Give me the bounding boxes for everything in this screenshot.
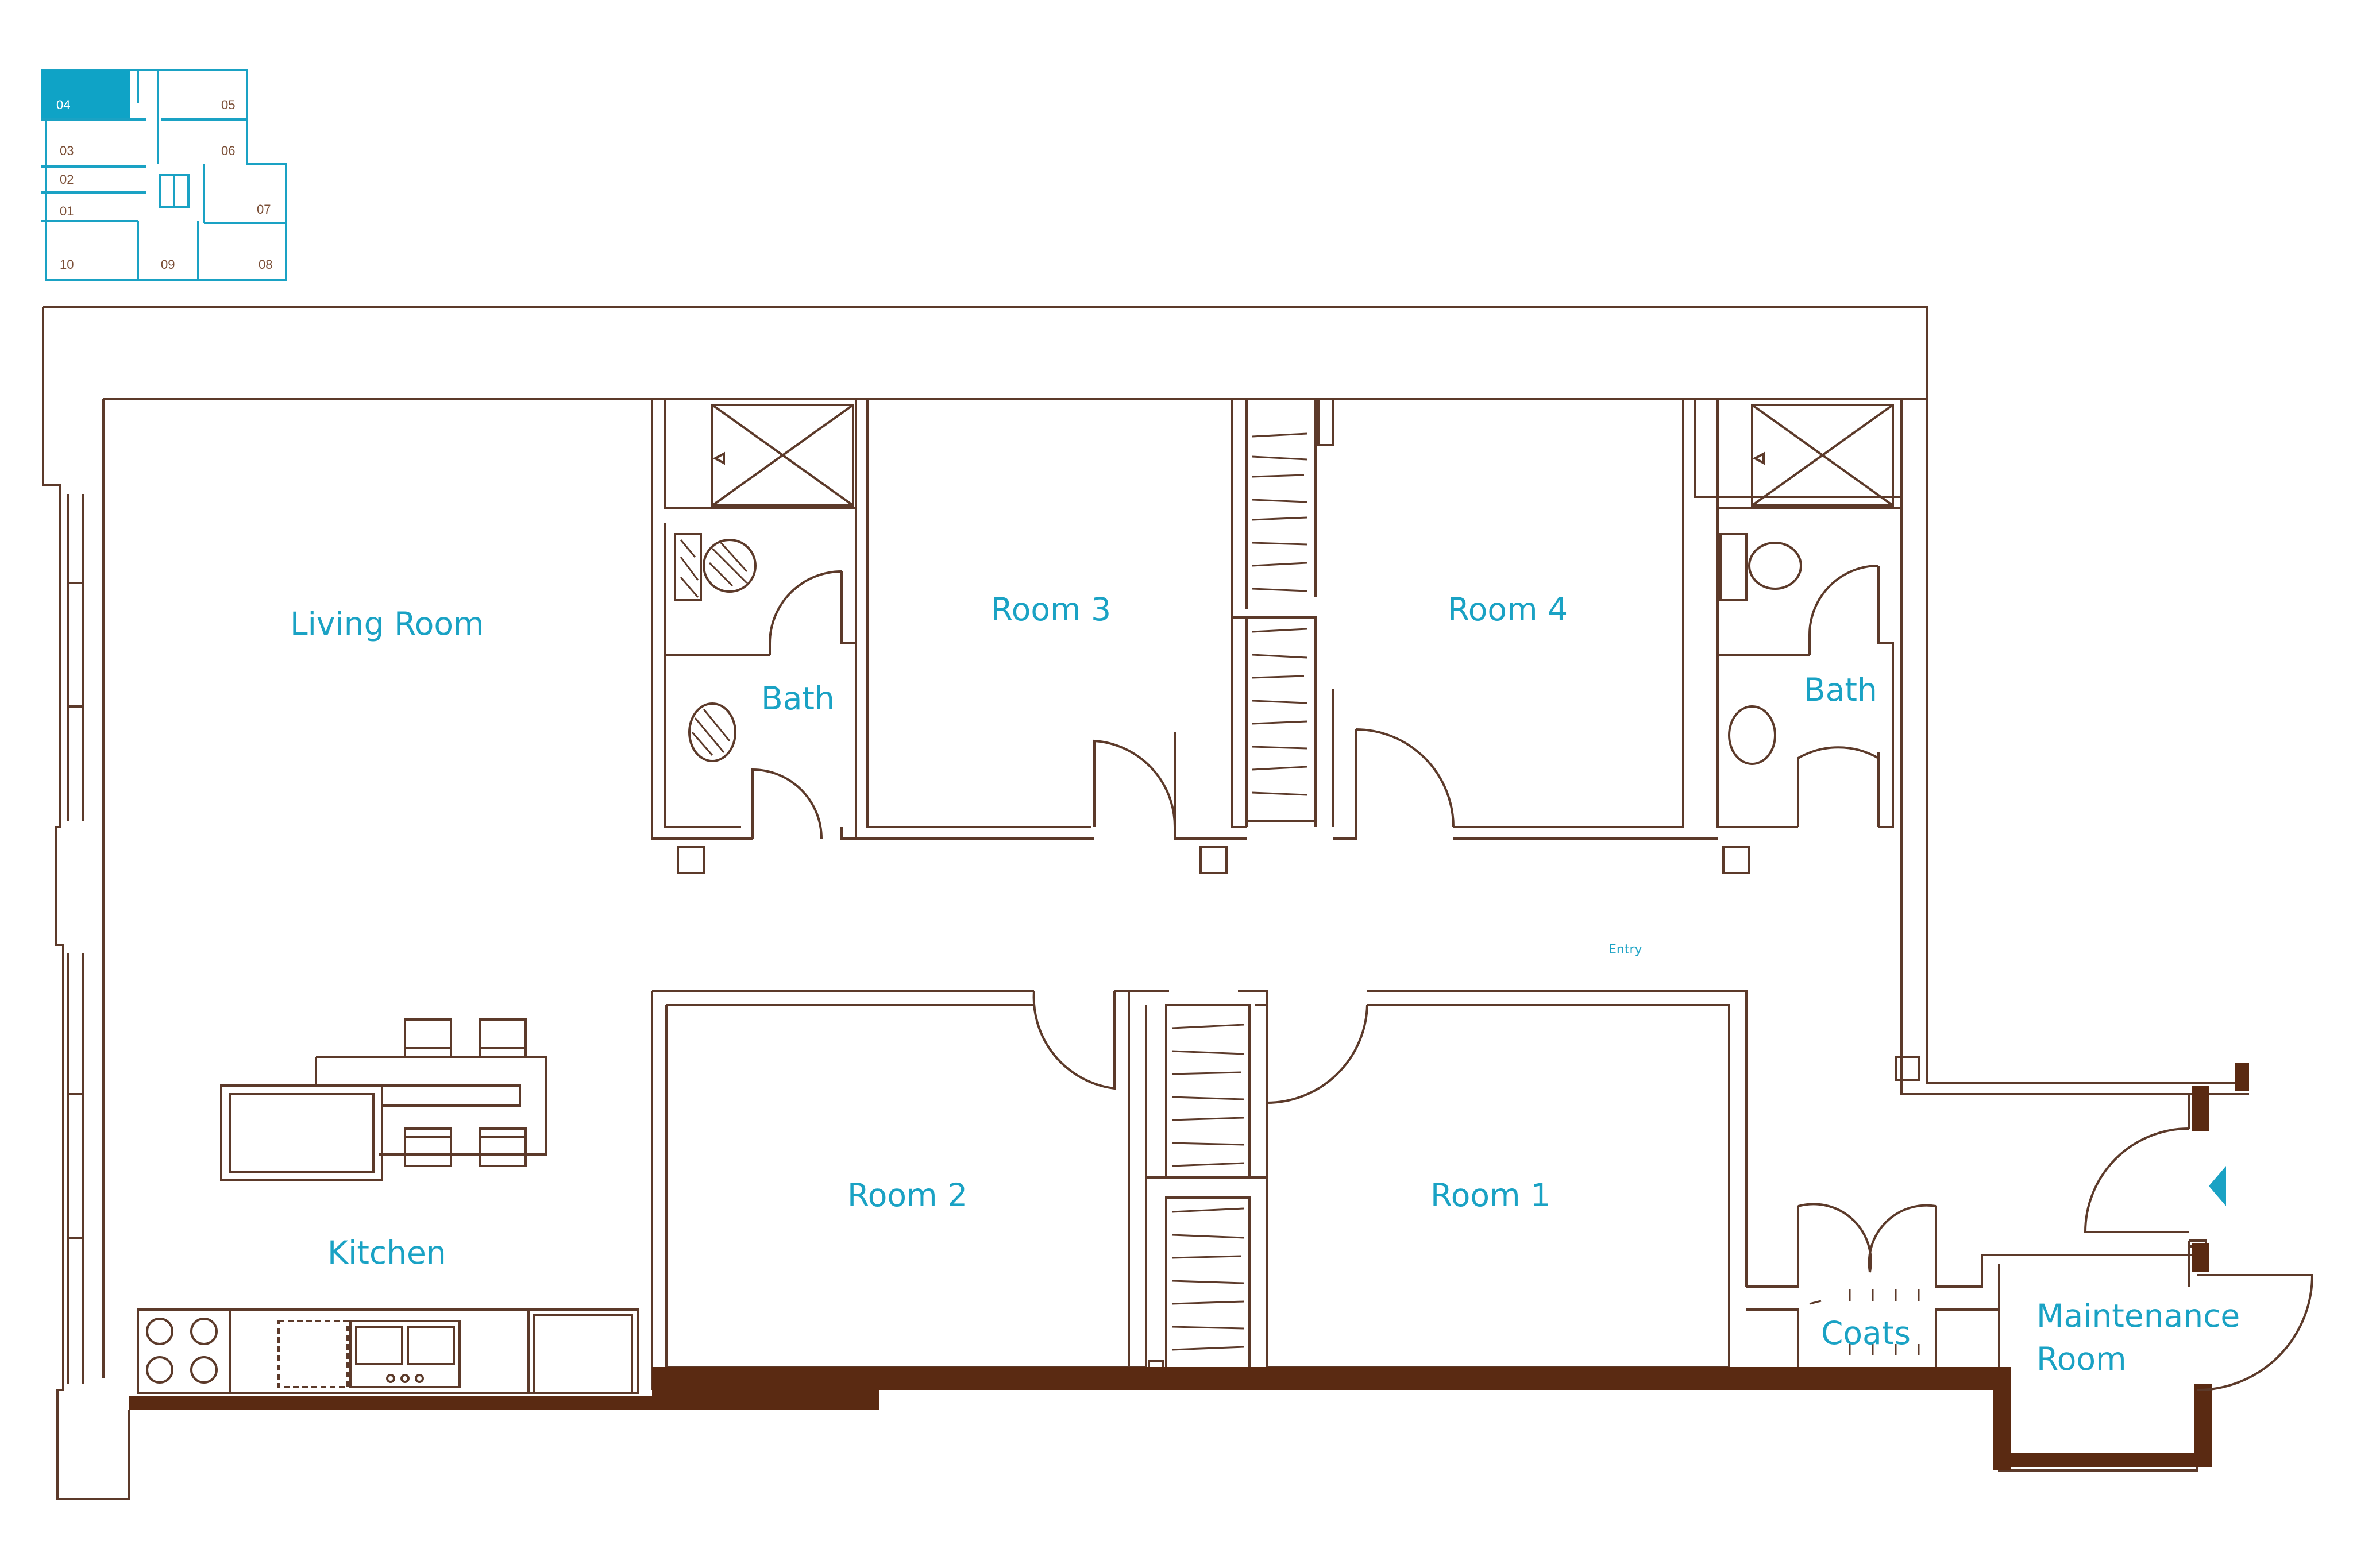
walls <box>42 306 2249 1500</box>
label-entry: Entry <box>1608 943 1642 957</box>
key-unit-09: 09 <box>161 257 175 272</box>
chair <box>479 1127 527 1167</box>
chair <box>404 1018 452 1058</box>
label-room-2: Room 2 <box>847 1177 967 1214</box>
shower-icon <box>712 451 1765 465</box>
label-living-room: Living Room <box>290 605 484 642</box>
label-bath-right: Bath <box>1804 671 1877 708</box>
door-swings <box>751 565 2314 1391</box>
key-unit-07: 07 <box>257 202 271 217</box>
key-unit-03: 03 <box>60 144 74 158</box>
key-unit-10: 10 <box>60 257 74 272</box>
key-unit-05: 05 <box>221 98 235 112</box>
chair <box>479 1018 527 1058</box>
key-unit-08: 08 <box>259 257 272 272</box>
stove-icon <box>137 1308 231 1394</box>
key-unit-06: 06 <box>221 144 235 158</box>
sink-icon <box>349 1320 461 1388</box>
key-unit-01: 01 <box>60 204 74 218</box>
key-unit-02: 02 <box>60 172 74 187</box>
key-unit-04: 04 <box>56 98 70 112</box>
key-unit-selected <box>41 70 130 119</box>
toilet-icon <box>674 533 1802 601</box>
label-kitchen: Kitchen <box>327 1234 446 1271</box>
columns <box>677 846 1920 1081</box>
key-plan-labels: 04 05 03 06 02 01 07 10 09 08 <box>56 98 272 272</box>
label-maintenance-room-line2: Room <box>2036 1341 2127 1377</box>
entry-arrow-icon <box>2209 1166 2226 1206</box>
bath-fixtures <box>674 451 1802 765</box>
kitchen-island <box>220 1018 547 1181</box>
label-room-3: Room 3 <box>991 591 1111 628</box>
label-room-4: Room 4 <box>1448 591 1568 628</box>
heavy-walls <box>129 1063 2249 1470</box>
label-bath-left: Bath <box>761 680 835 717</box>
label-maintenance-room-line1: Maintenance <box>2036 1297 2240 1334</box>
label-coats: Coats <box>1821 1315 1911 1351</box>
closet-hangers <box>1171 432 1920 1355</box>
kitchen-counter <box>137 1308 639 1394</box>
room-labels: Living Room Room 3 Room 4 Bath Bath Entr… <box>290 591 2240 1377</box>
key-plan <box>41 69 287 281</box>
chair <box>404 1127 452 1167</box>
label-room-1: Room 1 <box>1430 1177 1550 1214</box>
